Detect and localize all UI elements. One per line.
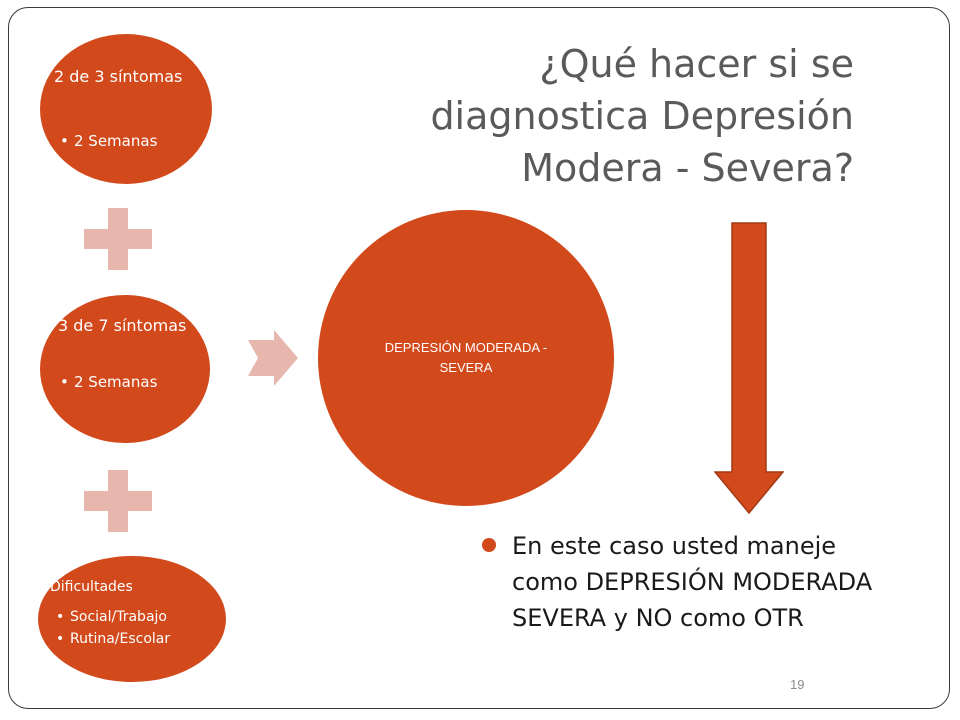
symptom-ellipse-1: 2 de 3 síntomas 2 Semanas [40,34,212,184]
diagnosis-circle: DEPRESIÓN MODERADA - SEVERA [318,210,614,506]
ellipse-bullet: 2 Semanas [60,371,170,393]
plus-icon [84,470,152,532]
body-line: como DEPRESIÓN MODERADA [512,568,873,596]
symptom-ellipse-2: 3 de 7 síntomas 2 Semanas [40,295,210,443]
ellipse-bullets: Social/Trabajo Rutina/Escolar [56,606,226,650]
ellipse-bullets: 2 Semanas [60,130,210,152]
arrow-down-icon [714,222,784,514]
title-line: Modera - Severa? [521,146,854,190]
body-line: En este caso usted maneje [512,532,837,560]
title-line: ¿Qué hacer si se [539,42,854,86]
body-bullet: En este caso usted maneje como DEPRESIÓN… [482,528,952,636]
diagnosis-label: DEPRESIÓN MODERADA - SEVERA [384,340,548,375]
difficulties-ellipse: Dificultades Social/Trabajo Rutina/Escol… [38,556,226,682]
ellipse-heading: Dificultades [50,579,133,595]
arrow-right-icon [248,330,298,386]
ellipse-heading: 2 de 3 síntomas [54,67,183,86]
ellipse-heading: 3 de 7 síntomas [58,316,187,335]
body-line: SEVERA y NO como OTR [512,604,804,632]
page-number: 19 [790,677,805,692]
title-line: diagnostica Depresión [430,94,854,138]
slide-title: ¿Qué hacer si se diagnostica Depresión M… [334,38,854,194]
ellipse-bullet: 2 Semanas [60,130,210,152]
ellipse-bullet: Rutina/Escolar [56,628,226,650]
bullet-dot-icon [482,538,496,552]
ellipse-bullets: 2 Semanas [60,371,170,393]
ellipse-bullet: Social/Trabajo [56,606,226,628]
plus-icon [84,208,152,270]
